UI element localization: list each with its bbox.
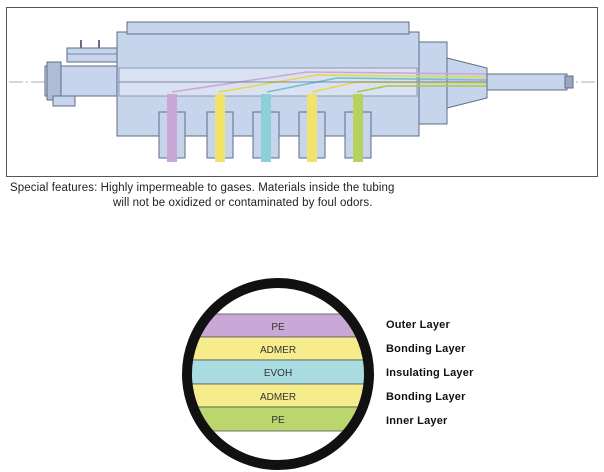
band-inner — [192, 406, 364, 432]
output-tube — [486, 73, 568, 91]
channel-bond1 — [218, 74, 488, 93]
tube-ring — [182, 278, 374, 470]
tube-end — [564, 75, 574, 89]
channel-outer — [171, 71, 488, 93]
band-label-bond1: ADMER — [260, 345, 296, 356]
die-top-plate — [126, 21, 410, 35]
mandrel-cap — [46, 61, 62, 101]
layer-name-inner: Inner Layer — [386, 415, 448, 427]
channel-inner — [356, 85, 487, 93]
band-label-evoh: EVOH — [264, 368, 292, 379]
band-label-bond2: ADMER — [260, 392, 296, 403]
band-label-outer: PE — [271, 322, 285, 333]
layer-name-evoh: Insulating Layer — [386, 367, 474, 379]
mandrel-foot — [52, 95, 76, 107]
layer-name-outer: Outer Layer — [386, 319, 450, 331]
feed-port-bond2 — [298, 94, 326, 162]
special-features-caption: Special features: Highly impermeable to … — [10, 181, 480, 211]
band-label-inner: PE — [271, 415, 285, 426]
tubing-cross-section: PE ADMER EVOH ADMER PE — [182, 278, 374, 470]
feed-port-evoh — [252, 94, 280, 162]
die-drawing-frame — [6, 7, 598, 177]
feed-port-bond1 — [206, 94, 234, 162]
channel-evoh — [266, 77, 488, 93]
feed-port-inner — [344, 94, 372, 162]
feed-port-outer — [158, 94, 186, 162]
caption-line-2: will not be oxidized or contaminated by … — [113, 197, 373, 209]
adjust-block — [66, 47, 118, 63]
caption-line-1: Special features: Highly impermeable to … — [10, 182, 395, 194]
layer-name-bond1: Bonding Layer — [386, 343, 466, 355]
layer-bands — [192, 313, 364, 432]
extrusion-die-diagram — [9, 21, 597, 162]
layer-name-bond2: Bonding Layer — [386, 391, 466, 403]
